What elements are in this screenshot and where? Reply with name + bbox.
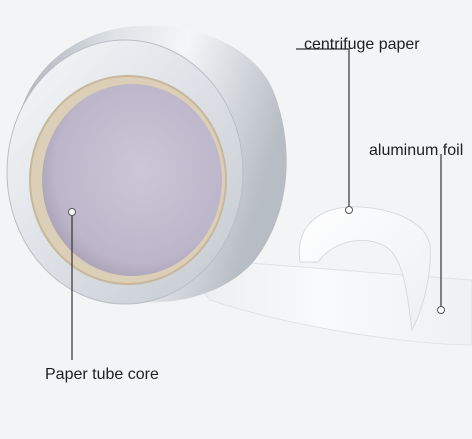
aluminum-foil-label: aluminum foil	[369, 142, 464, 159]
paper-tube-core-inside	[42, 84, 222, 276]
curled-release-paper	[298, 206, 431, 332]
leader-line-centrifuge-paper	[296, 48, 353, 214]
paper-tube-core-label: Paper tube core	[45, 366, 159, 383]
centrifuge-paper-label: centrifuge paper	[304, 36, 420, 53]
leader-line-aluminum-foil	[437, 154, 445, 314]
leader-line-paper-tube-core	[68, 208, 76, 360]
